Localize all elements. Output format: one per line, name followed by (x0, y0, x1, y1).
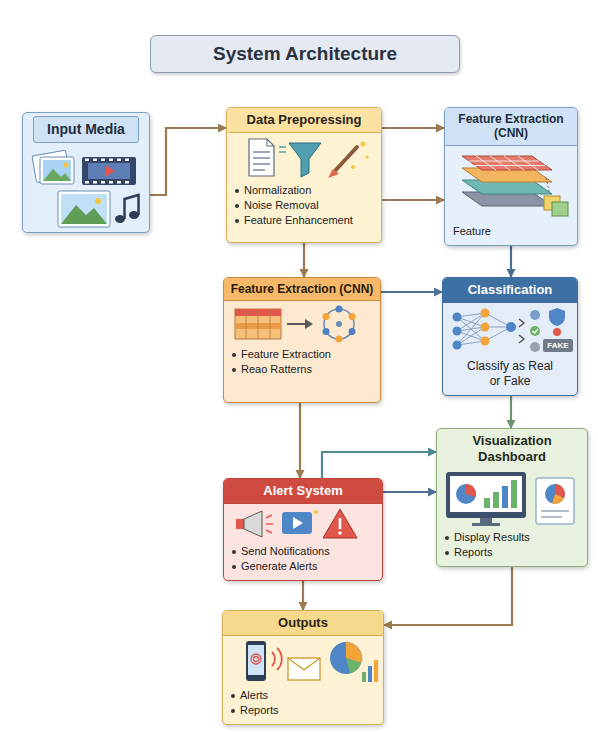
node-text: Noise Removal (244, 198, 319, 213)
preprocessing-icons (229, 135, 379, 181)
flow-arrow (382, 127, 444, 129)
flow-arrow (510, 396, 512, 428)
flow-arrow (150, 128, 226, 195)
node-text: Reao Ratterns (241, 362, 312, 377)
bullet-row: Feature Extraction (224, 347, 380, 362)
node-body: Feature ExtractionReao Ratterns (224, 345, 380, 383)
bullet-row: Generate Alerts (224, 559, 382, 574)
node-text: Feature Extraction (241, 347, 331, 362)
alert-box: Alert System Send NotificationsGenerate … (223, 478, 383, 581)
illustration-frame (227, 303, 377, 345)
node-heading: Visualization Dashboard (437, 429, 587, 468)
node-text: Feature Enhancement (244, 213, 353, 228)
node-text: Classify as Real or Fake (464, 359, 556, 389)
media-icons (26, 145, 146, 231)
flow-arrow (382, 199, 444, 201)
illustration-frame (228, 506, 378, 542)
bullet-dot (235, 204, 239, 208)
flow-arrow (303, 243, 305, 277)
illustration-frame (446, 148, 576, 222)
node-text: Reports (454, 545, 493, 560)
alert-illustration (228, 506, 378, 542)
process-box: Visualization Dashboard Display ResultsR… (436, 428, 588, 567)
flow-arrow (299, 403, 301, 478)
illustration-frame (229, 135, 379, 181)
process-box: Classification FAKE Classify as Real or F… (442, 277, 578, 396)
flow-arrow (302, 581, 304, 610)
node-text: Feature (445, 224, 577, 239)
node-text: Normalization (244, 183, 311, 198)
bullet-dot (232, 368, 236, 372)
input-box: Input Media (22, 112, 150, 233)
diagram-title: System Architecture (150, 35, 460, 73)
node-body: Feature (445, 222, 577, 245)
process-box: Data Preporessing NormalizationNoise Rem… (226, 107, 382, 243)
node-body: Display ResultsReports (437, 528, 587, 566)
bullet-dot (231, 694, 235, 698)
node-text: Send Notifications (241, 544, 330, 559)
bullet-dot (235, 219, 239, 223)
illustration-frame: FAKE (445, 305, 575, 357)
process-box: Feature Extraction (CNN) Feature (444, 107, 578, 246)
node-body: AlertsReports (223, 686, 383, 724)
flow-arrow (322, 452, 436, 478)
node-heading: Feature Extraction (CNN) (445, 108, 577, 146)
node-body: NormalizationNoise RemovalFeature Enhanc… (227, 181, 381, 234)
bullet-row: Normalization (227, 183, 381, 198)
outputs-illustration (226, 638, 381, 686)
node-heading: Outputs (223, 611, 383, 636)
bullet-row: Reports (223, 703, 383, 718)
bullet-dot (445, 551, 449, 555)
node-body: Classify as Real or Fake (443, 357, 577, 395)
flow-arrow (384, 567, 512, 625)
bullet-row: Display Results (437, 530, 587, 545)
node-heading: Data Preporessing (227, 108, 381, 133)
illustration-frame (226, 638, 381, 686)
bullet-dot (232, 565, 236, 569)
bullet-dot (445, 536, 449, 540)
bullet-dot (235, 189, 239, 193)
node-text: Generate Alerts (241, 559, 317, 574)
bullet-row: Reao Ratterns (224, 362, 380, 377)
output-box: Outputs AlertsReports (222, 610, 384, 725)
node-heading: Classification (443, 278, 577, 303)
tag-label: FAKE (543, 339, 573, 352)
cnn-layers-illustration (446, 148, 576, 222)
bullet-dot (231, 709, 235, 713)
node-text: Display Results (454, 530, 530, 545)
bullet-row: Feature Enhancement (227, 213, 381, 228)
node-heading: Input Media (33, 116, 139, 143)
node-body: Send NotificationsGenerate Alerts (224, 542, 382, 580)
bullet-row: Alerts (223, 688, 383, 703)
flow-arrow (381, 291, 442, 293)
illustration-frame (26, 145, 146, 231)
bullet-dot (232, 550, 236, 554)
flow-arrow (510, 246, 512, 277)
flow-arrow (383, 491, 436, 493)
illustration-frame (440, 470, 585, 528)
bullet-row: Reports (437, 545, 587, 560)
bullet-row: Noise Removal (227, 198, 381, 213)
dashboard-illustration (440, 470, 585, 528)
node-heading: Alert System (224, 479, 382, 504)
feature-map-illustration (227, 303, 377, 345)
node-heading: Feature Extraction (CNN) (224, 278, 380, 301)
bullet-dot (232, 353, 236, 357)
bullet-row: Send Notifications (224, 544, 382, 559)
process-box: Feature Extraction (CNN) Feature Extract… (223, 277, 381, 403)
node-text: Reports (240, 703, 279, 718)
node-text: Alerts (240, 688, 268, 703)
